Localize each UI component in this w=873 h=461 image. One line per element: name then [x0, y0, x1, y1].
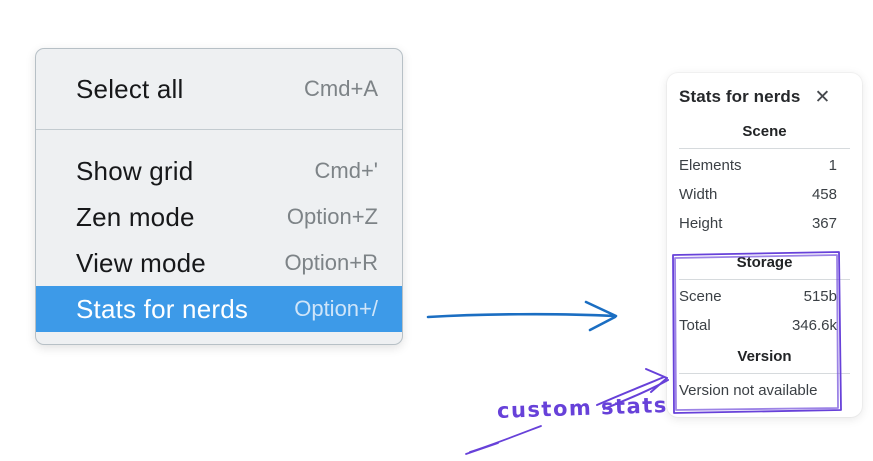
- menu-item-label: Select all: [76, 73, 184, 104]
- stats-panel-header: Stats for nerds ✕: [679, 87, 850, 107]
- stat-value: 515b: [803, 288, 837, 305]
- menu-item-shortcut: Option+/: [294, 296, 378, 321]
- annotation-label: custom stats: [496, 393, 669, 423]
- menu-item-label: Show grid: [76, 155, 194, 186]
- stat-row-height: Height 367: [679, 209, 850, 238]
- stat-label: Scene: [679, 288, 722, 305]
- section-header: Version: [737, 348, 792, 365]
- menu-group-bottom: Show grid Cmd+' Zen mode Option+Z View m…: [36, 130, 402, 344]
- section-divider: [679, 279, 850, 280]
- stat-label: Elements: [679, 157, 742, 174]
- menu-item-zen-mode[interactable]: Zen mode Option+Z: [36, 194, 402, 240]
- stat-value: 458: [811, 186, 837, 203]
- menu-item-stats-for-nerds[interactable]: Stats for nerds Option+/: [36, 286, 402, 332]
- stat-value: 1: [828, 157, 837, 174]
- stat-row-width: Width 458: [679, 180, 850, 209]
- stat-row-total-storage: Total 346.6k: [679, 311, 850, 340]
- stat-label: Total: [679, 317, 711, 334]
- stat-row-elements: Elements 1: [679, 151, 850, 180]
- context-menu: Select all Cmd+A Show grid Cmd+' Zen mod…: [35, 48, 403, 345]
- stats-panel: Stats for nerds ✕ Scene Elements 1 Width…: [667, 73, 862, 417]
- stats-section-scene: Scene Elements 1 Width 458 Height 367: [679, 123, 850, 238]
- stat-label: Width: [679, 186, 718, 203]
- menu-item-label: View mode: [76, 247, 206, 278]
- menu-item-shortcut: Cmd+': [314, 158, 379, 183]
- blue-arrow-icon: [426, 300, 618, 332]
- menu-item-label: Stats for nerds: [76, 293, 249, 324]
- stat-label: Height: [679, 215, 723, 232]
- menu-item-shortcut: Cmd+A: [304, 76, 378, 101]
- stats-section-version: Version Version not available: [679, 348, 850, 403]
- stats-section-storage: Storage Scene 515b Total 346.6k: [679, 254, 850, 340]
- version-note: Version not available: [679, 381, 818, 399]
- section-divider: [679, 148, 850, 149]
- annotation-tail-icon: [465, 425, 542, 455]
- section-header: Scene: [742, 123, 787, 140]
- menu-divider: [36, 129, 402, 130]
- close-icon[interactable]: ✕: [814, 86, 831, 108]
- menu-item-view-mode[interactable]: View mode Option+R: [36, 240, 402, 286]
- stats-panel-title: Stats for nerds: [679, 87, 801, 106]
- section-divider: [679, 373, 850, 374]
- stat-row-scene-storage: Scene 515b: [679, 282, 850, 311]
- stat-value: 367: [811, 215, 837, 232]
- stat-value: 346.6k: [791, 317, 837, 334]
- menu-item-label: Zen mode: [76, 201, 195, 232]
- section-header: Storage: [736, 254, 793, 271]
- menu-item-shortcut: Option+R: [284, 250, 378, 275]
- menu-item-select-all[interactable]: Select all Cmd+A: [36, 67, 402, 111]
- menu-item-show-grid[interactable]: Show grid Cmd+': [36, 148, 402, 194]
- menu-item-shortcut: Option+Z: [286, 204, 378, 229]
- menu-group-top: Select all Cmd+A: [36, 49, 402, 129]
